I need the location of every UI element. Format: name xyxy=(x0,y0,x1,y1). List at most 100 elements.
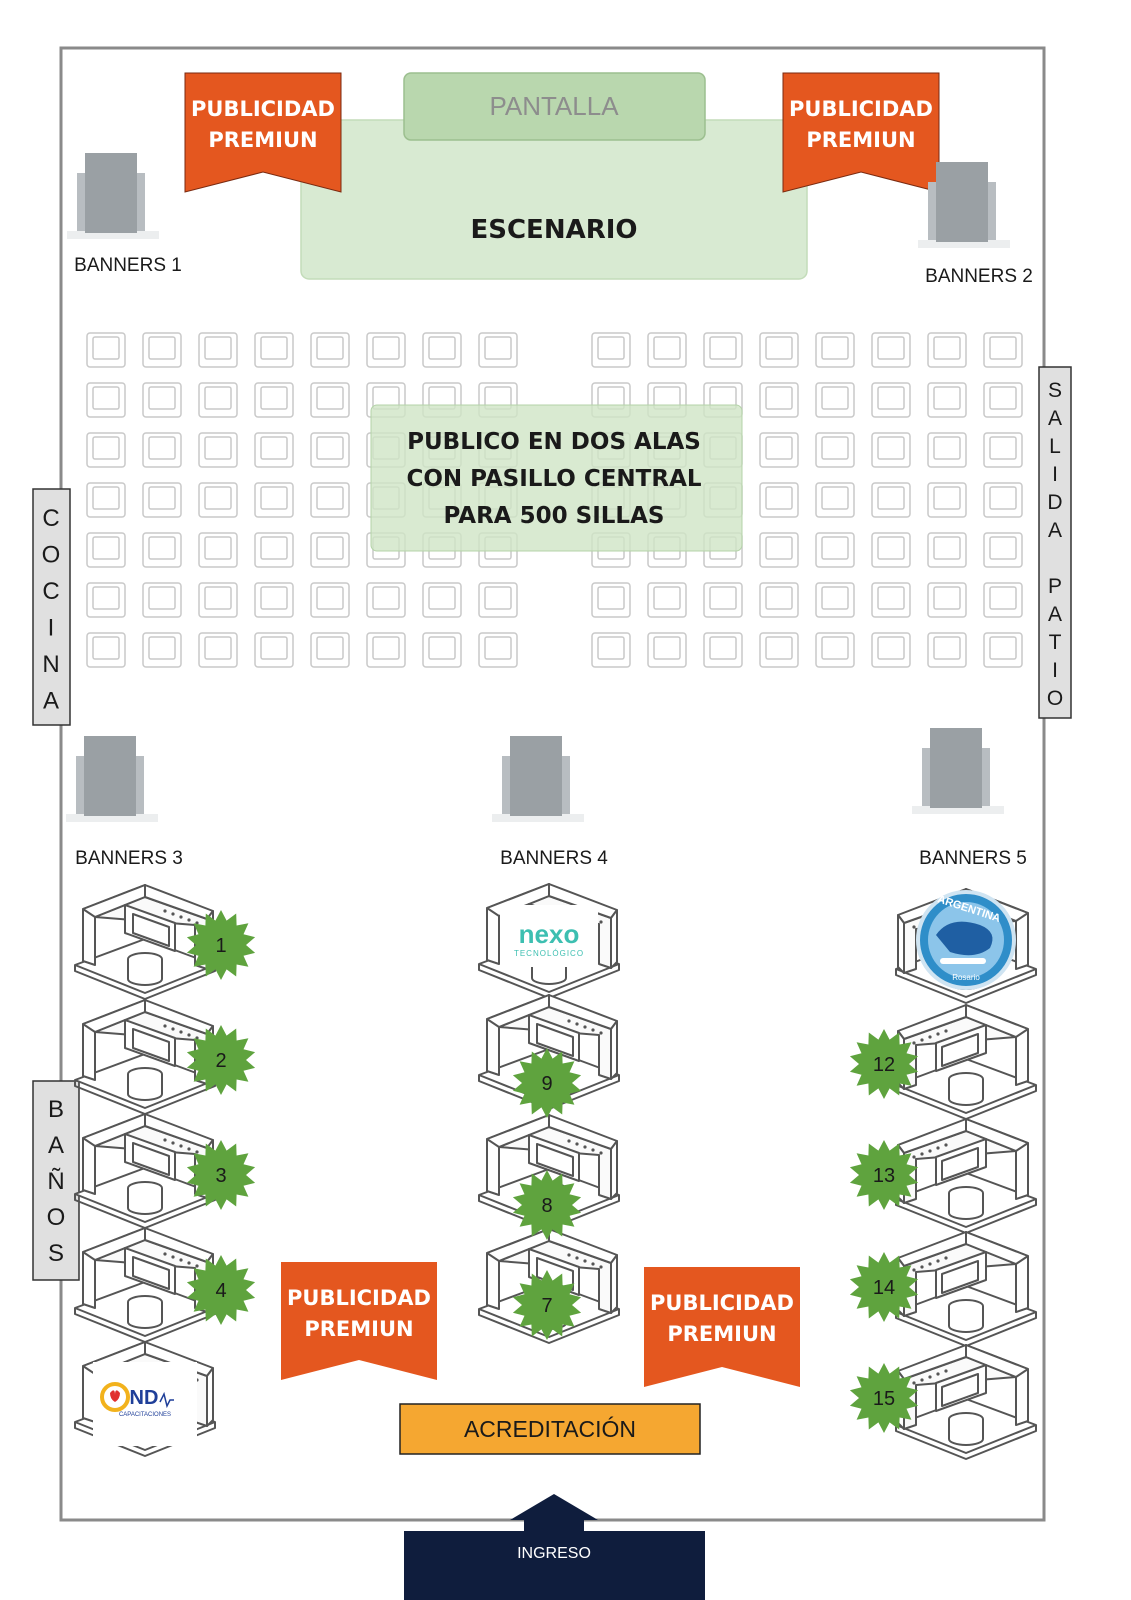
side-label-letter: I xyxy=(1052,463,1058,486)
seat xyxy=(86,582,126,618)
seat xyxy=(142,432,182,468)
seat xyxy=(983,482,1023,518)
banner-stand-1 xyxy=(67,153,159,239)
banner-label-3: BANNERS 3 xyxy=(75,848,183,869)
seat xyxy=(254,582,294,618)
premium-ad-bottom-right: PUBLICIDAD PREMIUN xyxy=(644,1267,800,1387)
seat xyxy=(871,332,911,368)
booth-number-1: 1 xyxy=(186,910,256,980)
seat xyxy=(198,582,238,618)
seat xyxy=(254,632,294,668)
seat xyxy=(759,532,799,568)
seat xyxy=(198,482,238,518)
side-label-letter: I xyxy=(48,615,55,642)
seat xyxy=(310,582,350,618)
seat xyxy=(815,382,855,418)
svg-text:CAPACITACIONES: CAPACITACIONES xyxy=(119,1412,171,1418)
accreditation-label: ACREDITACIÓN xyxy=(464,1416,636,1442)
svg-text:PUBLICIDAD: PUBLICIDAD xyxy=(287,1286,431,1310)
screen-area xyxy=(403,72,706,141)
seat xyxy=(815,532,855,568)
seat xyxy=(198,432,238,468)
seat xyxy=(254,482,294,518)
seat xyxy=(366,332,406,368)
svg-text:PUBLICIDAD: PUBLICIDAD xyxy=(191,97,335,121)
svg-text:Rosario: Rosario xyxy=(952,973,980,982)
svg-text:PREMIUN: PREMIUN xyxy=(667,1322,776,1346)
seat xyxy=(142,482,182,518)
booth-number-9: 9 xyxy=(512,1048,582,1118)
booth-14 xyxy=(896,1232,1036,1346)
seat xyxy=(310,382,350,418)
seat xyxy=(478,632,518,668)
premium-ad-top-right: PUBLICIDAD PREMIUN xyxy=(782,72,940,193)
svg-text:13: 13 xyxy=(873,1165,895,1187)
side-label-letter: N xyxy=(42,651,59,678)
seat xyxy=(366,632,406,668)
seat xyxy=(142,382,182,418)
seat xyxy=(478,332,518,368)
booth-number-15: 15 xyxy=(849,1363,919,1433)
seat xyxy=(927,532,967,568)
side-label-letter: O xyxy=(47,1204,66,1231)
svg-text:15: 15 xyxy=(873,1388,895,1410)
seat xyxy=(815,432,855,468)
seat xyxy=(366,582,406,618)
entrance-label: INGRESO xyxy=(517,1545,591,1562)
svg-text:12: 12 xyxy=(873,1054,895,1076)
seat xyxy=(198,632,238,668)
screen-label: PANTALLA xyxy=(489,91,619,121)
side-label-letter: A xyxy=(1048,603,1062,626)
booth-number-7: 7 xyxy=(512,1270,582,1340)
banner-label-1: BANNERS 1 xyxy=(74,255,182,276)
side-label-letter: A xyxy=(1048,519,1062,542)
svg-text:9: 9 xyxy=(541,1073,552,1095)
svg-text:PREMIUN: PREMIUN xyxy=(806,128,915,152)
side-label-letter: L xyxy=(1049,435,1061,458)
audience-line-3: PARA 500 SILLAS xyxy=(444,503,665,529)
stage-label: ESCENARIO xyxy=(470,215,637,245)
seat xyxy=(759,382,799,418)
side-label-letter: B xyxy=(48,1096,64,1123)
seat xyxy=(759,632,799,668)
svg-text:PUBLICIDAD: PUBLICIDAD xyxy=(789,97,933,121)
seat xyxy=(198,532,238,568)
booth-number-4: 4 xyxy=(186,1255,256,1325)
seat xyxy=(815,582,855,618)
seat xyxy=(927,632,967,668)
booth-number-14: 14 xyxy=(849,1252,919,1322)
seat xyxy=(759,582,799,618)
seat xyxy=(871,532,911,568)
seat xyxy=(927,482,967,518)
banner-label-4: BANNERS 4 xyxy=(500,848,608,869)
seat xyxy=(815,632,855,668)
seat xyxy=(86,632,126,668)
svg-text:TECNOLÓGICO: TECNOLÓGICO xyxy=(514,949,584,958)
booth-number-2: 2 xyxy=(186,1025,256,1095)
entrance: INGRESO xyxy=(404,1494,705,1600)
side-label-letter: A xyxy=(43,688,59,715)
seat xyxy=(871,632,911,668)
accreditation-desk: ACREDITACIÓN xyxy=(399,1403,701,1455)
seat xyxy=(254,532,294,568)
stage: ESCENARIO PANTALLA xyxy=(300,72,808,280)
seat xyxy=(759,432,799,468)
seat xyxy=(983,532,1023,568)
premium-ad-bottom-left: PUBLICIDAD PREMIUN xyxy=(281,1262,437,1380)
seat xyxy=(591,632,631,668)
seat xyxy=(310,432,350,468)
seat xyxy=(591,332,631,368)
svg-text:PREMIUN: PREMIUN xyxy=(304,1317,413,1341)
seat xyxy=(142,532,182,568)
seat xyxy=(927,582,967,618)
side-label-letter: P xyxy=(1048,575,1062,598)
seat xyxy=(86,532,126,568)
seat xyxy=(815,482,855,518)
seat xyxy=(871,432,911,468)
banner-label-5: BANNERS 5 xyxy=(919,848,1027,869)
seat xyxy=(983,632,1023,668)
